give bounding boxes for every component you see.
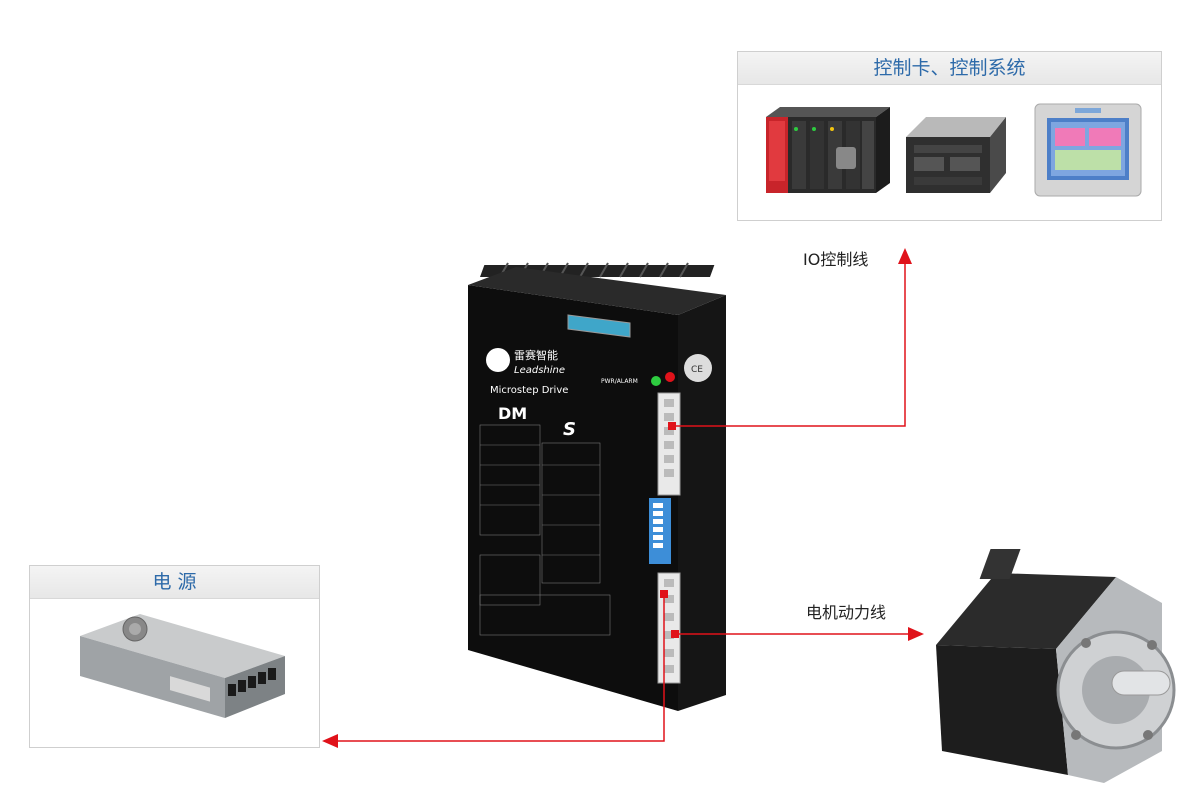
plc-icon [766,107,890,193]
power-supply-illustration [80,614,285,718]
hmi-icon [1034,103,1142,197]
power-arrowhead [322,734,338,748]
industrial-pc-icon [906,117,1006,193]
io-control-line [672,262,906,427]
driver-series: DM [498,404,527,423]
spec-tables [479,424,611,636]
control-system-title: 控制卡、控制系统 [738,52,1161,85]
io-arrowhead [898,248,912,264]
stepper-driver: 雷赛智能 Leadshine Microstep Drive DM S PWR/… [468,262,726,711]
control-system-panel: 控制卡、控制系统 [737,51,1162,221]
pwr-alarm-label: PWR/ALARM [601,378,638,385]
power-supply-icon [80,614,285,718]
io-control-line-label: IO控制线 [803,250,869,269]
motor-arrowhead [908,627,924,641]
motor-power-line-label: 电机动力线 [806,603,887,622]
power-line [338,594,665,742]
stepper-motor [936,549,1176,783]
driver-model: Microstep Drive [490,385,568,396]
power-supply-title: 电 源 [30,566,319,599]
driver-brand-cn: 雷赛智能 [514,348,558,362]
driver-brand-en: Leadshine [514,365,565,376]
control-devices-illustration [766,103,1142,197]
ce-mark: CE [691,365,703,375]
power-supply-panel: 电 源 [29,565,320,748]
driver-series-suffix: S [563,419,576,440]
